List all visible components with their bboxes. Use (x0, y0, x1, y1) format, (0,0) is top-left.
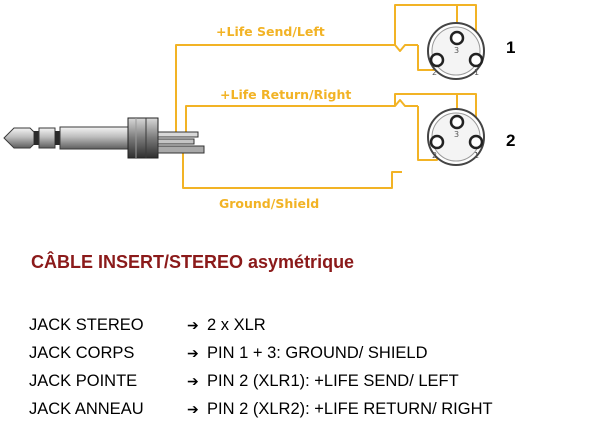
jack-nut (127, 117, 159, 159)
wire-return (185, 99, 418, 136)
mapping-target: PIN 2 (XLR2): +LIFE RETURN/ RIGHT (207, 400, 493, 418)
jack-insulator (34, 131, 39, 145)
xlr1-pin-label-1: 1 (474, 68, 479, 77)
jack-ring (38, 127, 56, 149)
xlr2-pin-2 (429, 134, 445, 150)
mapping-target: 2 x XLR (207, 316, 266, 334)
xlr1-pin-3 (449, 30, 465, 46)
arrow-icon: ➔ (187, 373, 199, 389)
xlr1-pin-label-3: 3 (454, 46, 459, 55)
xlr2-pin-label-3: 3 (454, 130, 459, 139)
wire-label-return: +Life Return/Right (220, 87, 351, 102)
mapping-jack: JACK POINTE (29, 372, 138, 390)
cable-title: CÂBLE INSERT/STEREO asymétrique (31, 252, 355, 272)
xlr-connector-1: 2 1 3 (427, 22, 485, 80)
arrow-icon: ➔ (187, 345, 199, 361)
jack-tip (3, 127, 35, 149)
wire-xlr2-link (394, 93, 477, 124)
arrow-icon: ➔ (187, 401, 199, 417)
wire-label-ground: Ground/Shield (219, 196, 319, 211)
jack-lug-sleeve (157, 145, 205, 154)
jack-plug (3, 117, 205, 159)
xlr2-pin-label-2: 2 (432, 151, 437, 160)
xlr-connector-2: 2 1 3 (427, 108, 485, 166)
xlr2-pin-1 (468, 134, 484, 150)
xlr1-pin-2 (429, 52, 445, 68)
mapping-jack: JACK ANNEAU (29, 400, 144, 418)
wiring-diagram: +Life Send/Left +Life Return/Right Groun… (3, 4, 515, 211)
mapping-target: PIN 1 + 3: GROUND/ SHIELD (207, 344, 428, 362)
xlr1-pin-label-2: 2 (432, 68, 437, 77)
jack-lug-ring (157, 138, 195, 145)
arrow-icon: ➔ (187, 317, 199, 333)
wires (175, 4, 477, 189)
wire-ground (182, 149, 402, 189)
jack-insulator-2 (55, 131, 60, 145)
xlr2-pin-label-1: 1 (474, 151, 479, 160)
wire-label-send: +Life Send/Left (216, 24, 325, 39)
jack-lug-tip (157, 131, 199, 138)
xlr1-pin-1 (468, 52, 484, 68)
xlr2-number: 2 (506, 131, 515, 150)
xlr2-pin-3 (449, 114, 465, 130)
wire-send (175, 44, 418, 136)
mapping-jack: JACK CORPS (29, 344, 135, 362)
mapping-target: PIN 2 (XLR1): +LIFE SEND/ LEFT (207, 372, 459, 390)
jack-sleeve (59, 126, 129, 150)
mapping-jack: JACK STEREO (29, 316, 144, 334)
xlr1-number: 1 (506, 38, 515, 57)
